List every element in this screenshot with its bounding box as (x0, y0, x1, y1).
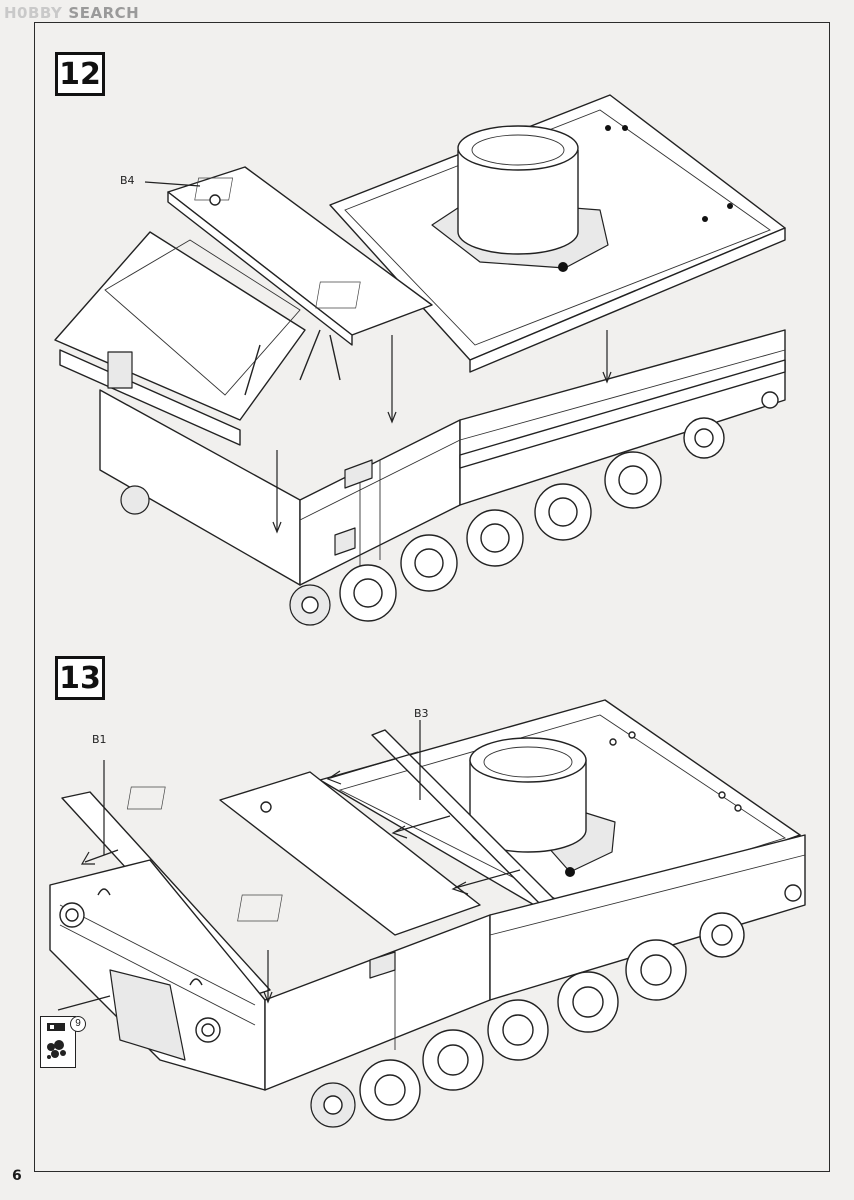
part-label-b4: B4 (120, 174, 135, 187)
step12-vehicle-drawing (54, 94, 786, 626)
cement-paint-icon (40, 1016, 76, 1068)
step13-vehicle-drawing (49, 699, 806, 1128)
step-12-number-text: 12 (59, 56, 101, 92)
glue-tube-icon (47, 1023, 66, 1059)
instruction-page-frame (34, 22, 830, 1172)
watermark-logo: H0BBY (4, 4, 63, 22)
step-13-number: 13 (55, 656, 105, 700)
watermark-text: SEARCH (68, 4, 140, 22)
page-number: 6 (12, 1168, 22, 1184)
step-13-number-text: 13 (59, 660, 101, 696)
step-12-number: 12 (55, 52, 105, 96)
hobby-search-watermark: H0BBY SEARCH (4, 4, 139, 22)
part-label-b1: B1 (92, 733, 107, 746)
paint-callout-number: 9 (70, 1016, 86, 1032)
part-label-b3: B3 (414, 707, 429, 720)
